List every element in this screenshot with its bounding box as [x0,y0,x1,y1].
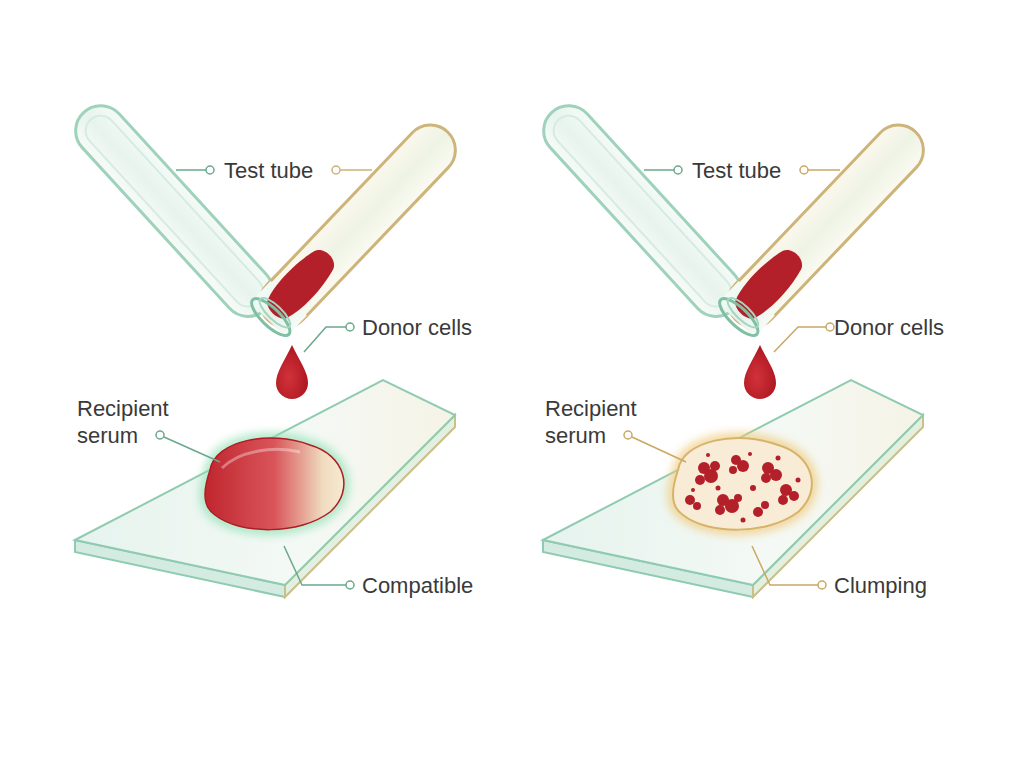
part-label: Clumping [834,572,927,599]
blood-drop [744,345,776,399]
test-tube [246,115,465,341]
test-tube [65,95,283,326]
test-tube [533,95,751,326]
part-label: Donor cells [362,314,472,341]
glass-slide [75,380,455,597]
leader-lines [156,166,372,589]
leader-lines [624,166,840,589]
serum-mixture [205,438,344,530]
donor-blood [728,243,810,326]
test-tube [714,115,933,341]
glass-slide [543,380,923,597]
clumping-panel [533,95,933,597]
blood-drop [276,345,308,399]
part-label: Compatible [362,572,473,599]
part-label: Recipient serum [77,395,172,449]
part-label: Test tube [692,157,781,184]
part-label: Recipient serum [545,395,640,449]
clumped-mixture [673,438,812,530]
donor-blood [260,243,342,326]
part-label: Donor cells [834,314,944,341]
agglutinated-clumps [685,452,801,523]
compatible-panel [65,95,465,597]
part-label: Test tube [224,157,313,184]
